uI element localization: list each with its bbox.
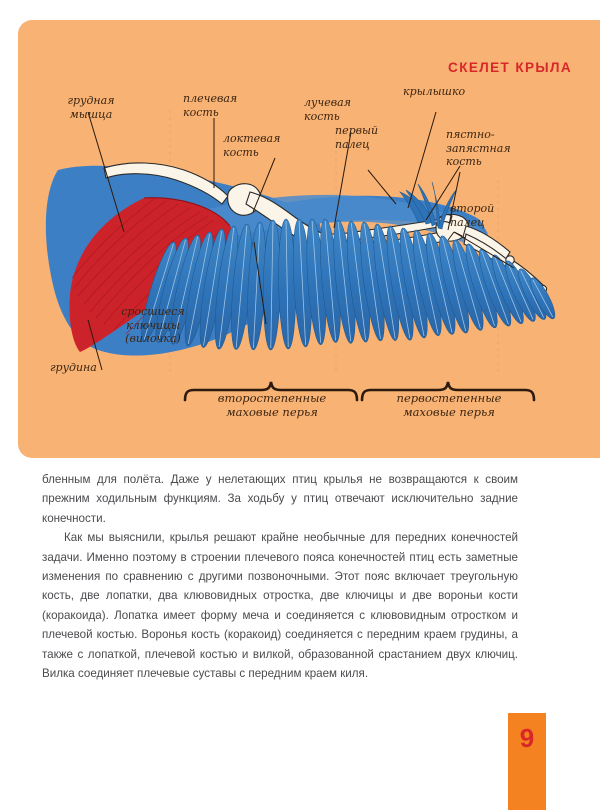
label-humerus: плечевая кость (183, 92, 238, 119)
figure-title: СКЕЛЕТ КРЫЛА (448, 60, 572, 75)
article-body: бленным для полёта. Даже у нелетающих пт… (42, 470, 518, 683)
label-pectoral-muscle: грудная мышца (67, 94, 115, 121)
page-number: 9 (519, 723, 535, 753)
leader-lines (87, 111, 515, 371)
label-alula: крылышко (403, 85, 466, 98)
label-sternum: грудина (50, 361, 97, 374)
figure-panel: СКЕЛЕТ КРЫЛА (18, 20, 600, 458)
alula-feathers (399, 181, 457, 230)
furcula-bone (103, 162, 229, 205)
page-number-tab: 9 (508, 713, 546, 810)
label-second-digit: второй палец (450, 202, 495, 229)
label-first-digit: первый палец (335, 124, 379, 151)
paragraph-1: бленным для полёта. Даже у нелетающих пт… (42, 473, 518, 525)
label-radius: лучевая кость (304, 96, 351, 123)
label-carpometacarpus: пястно- запястная кость (446, 128, 511, 168)
wing-skeleton-illustration (45, 110, 556, 402)
primary-feathers (333, 219, 556, 344)
pectoral-muscle (69, 197, 236, 352)
secondaries-brace (183, 381, 359, 402)
secondary-feathers (141, 218, 341, 351)
primaries-brace (360, 381, 536, 402)
label-primaries: первостепенные маховые перья (396, 391, 502, 419)
label-ulna: локтевая кость (223, 132, 281, 159)
label-furcula: сросшиеся ключицы (вилочка) (121, 305, 185, 345)
flight-feathers (141, 218, 556, 351)
paragraph-2: Как мы выяснили, крылья решают крайне не… (42, 531, 518, 681)
label-secondaries: второстепенные маховые перья (217, 391, 327, 419)
